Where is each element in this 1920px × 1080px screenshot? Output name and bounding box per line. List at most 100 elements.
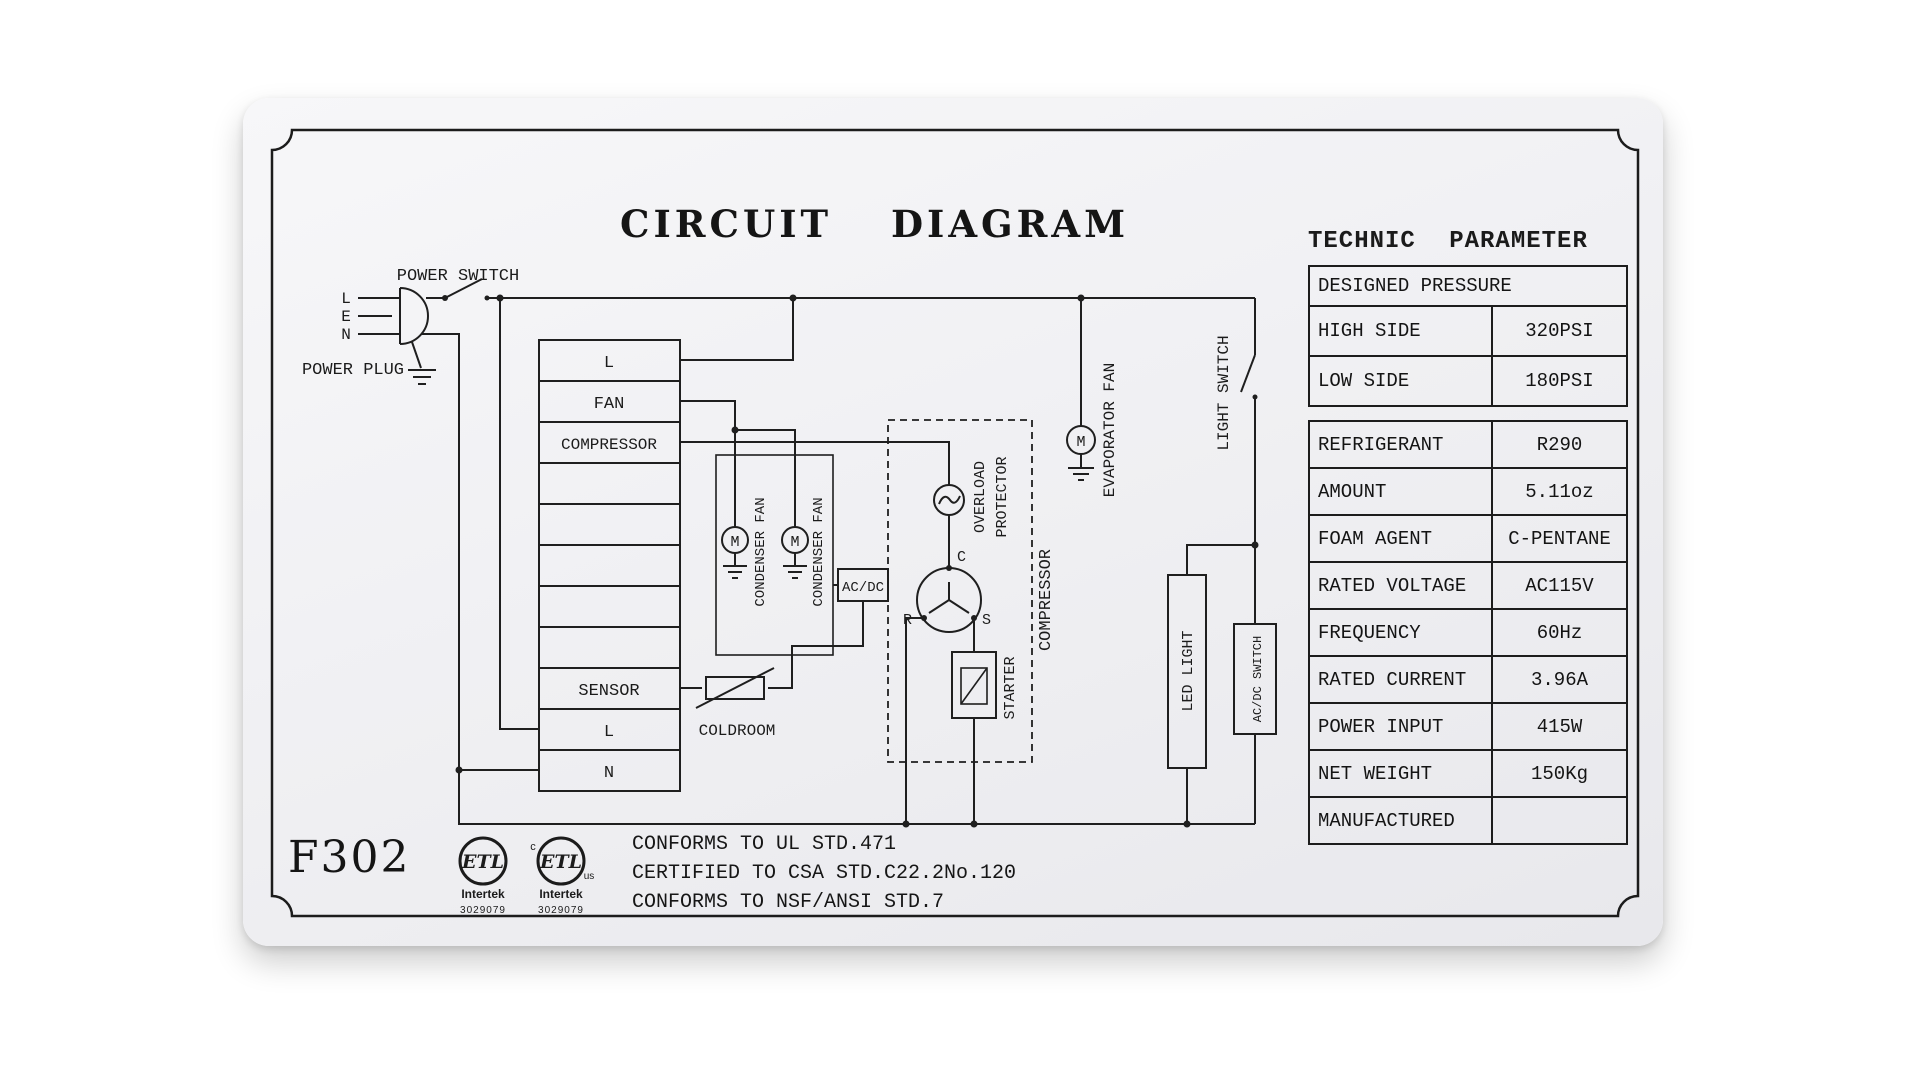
motor-m-label-evap: M	[1076, 434, 1085, 451]
motor-m-label-2: M	[790, 534, 799, 551]
intertek-text: Intertek	[461, 887, 505, 901]
condenser-fan-label-2: CONDENSER FAN	[811, 497, 827, 606]
table-row: RATED CURRENT 3.96A	[1308, 655, 1628, 704]
acdc-label: AC/DC	[842, 580, 884, 596]
acdc-switch-box	[1233, 623, 1277, 735]
cert-c-text: c	[530, 841, 536, 853]
table-cell: 320PSI	[1491, 305, 1628, 357]
table-cell: AMOUNT	[1308, 467, 1493, 516]
led-light-box	[1167, 574, 1207, 769]
acdc-switch-label: AC/DC SWITCH	[1251, 636, 1265, 722]
conformity-line-2: CERTIFIED TO CSA STD.C22.2No.120	[632, 862, 1017, 885]
table-cell: MANUFACTURED	[1308, 796, 1493, 845]
model-number: F302	[288, 832, 411, 883]
spec-table: REFRIGERANT R290 AMOUNT 5.11oz FOAM AGEN…	[1308, 420, 1628, 845]
table-row: DESIGNED PRESSURE	[1308, 265, 1628, 307]
starter-box	[951, 651, 997, 719]
table-row: LOW SIDE 180PSI	[1308, 355, 1628, 407]
wires	[358, 278, 1277, 825]
terminal-label-l: L	[604, 354, 614, 373]
table-row: MANUFACTURED	[1308, 796, 1628, 845]
table-cell: HIGH SIDE	[1308, 305, 1493, 357]
pin-r-label: R	[903, 612, 912, 629]
table-cell: NET WEIGHT	[1308, 749, 1493, 798]
terminal-label-sensor: SENSOR	[578, 682, 639, 701]
coldroom-sensor-symbol	[695, 667, 775, 709]
r-leg-wire	[905, 617, 924, 824]
etl-logo-text: ETL	[539, 851, 582, 873]
led-light-label: LED LIGHT	[1180, 630, 1197, 711]
table-cell: DESIGNED PRESSURE	[1308, 265, 1628, 307]
etl-logo-text: ETL	[461, 851, 504, 873]
etl-mark-1: ETL Intertek 3029079	[448, 834, 518, 925]
table-row: POWER INPUT 415W	[1308, 702, 1628, 751]
compressor-dashed-box	[887, 419, 1033, 763]
table-cell: R290	[1491, 420, 1628, 469]
table-cell: 180PSI	[1491, 355, 1628, 407]
table-cell: POWER INPUT	[1308, 702, 1493, 751]
table-cell: 5.11oz	[1491, 467, 1628, 516]
table-cell: 60Hz	[1491, 608, 1628, 657]
plug-pin-wires	[358, 297, 400, 335]
etl-circle-icon	[458, 836, 508, 886]
coldroom-label: COLDROOM	[699, 722, 776, 740]
table-cell: FREQUENCY	[1308, 608, 1493, 657]
motor-m-label-1: M	[730, 534, 739, 551]
table-cell: RATED VOLTAGE	[1308, 561, 1493, 610]
terminal-label-n: N	[604, 764, 614, 783]
table-cell: FOAM AGENT	[1308, 514, 1493, 563]
power-switch-symbol	[444, 278, 483, 299]
technic-parameter-panel: TECHNIC PARAMETER DESIGNED PRESSURE HIGH…	[1308, 228, 1638, 845]
table-row: NET WEIGHT 150Kg	[1308, 749, 1628, 798]
conformity-statements: CONFORMS TO UL STD.471 CERTIFIED TO CSA …	[632, 830, 1016, 917]
table-row: AMOUNT 5.11oz	[1308, 467, 1628, 516]
table-row: HIGH SIDE 320PSI	[1308, 305, 1628, 357]
table-cell: RATED CURRENT	[1308, 655, 1493, 704]
terminal-label-compressor: COMPRESSOR	[561, 436, 657, 454]
ground-icon	[1068, 454, 1094, 481]
table-cell: REFRIGERANT	[1308, 420, 1493, 469]
technic-parameter-heading: TECHNIC PARAMETER	[1308, 228, 1588, 255]
power-plug-label: POWER PLUG	[302, 361, 404, 380]
overload-label-2: PROTECTOR	[994, 456, 1011, 537]
led-branch-wire	[1186, 544, 1255, 824]
plug-pin-l-label: L	[341, 290, 351, 308]
starter-label: STARTER	[1002, 656, 1019, 719]
terminal-block	[538, 339, 681, 792]
compressor-motor-symbol	[916, 567, 982, 633]
table-cell: AC115V	[1491, 561, 1628, 610]
l-row-wire	[680, 298, 794, 361]
cert-number: 3029079	[538, 905, 584, 916]
overload-protector-symbol	[933, 484, 965, 516]
compressor-row-wire	[680, 441, 950, 485]
terminal-label-l2: L	[604, 723, 614, 742]
live-riser-wire	[499, 298, 539, 730]
table-cell: 150Kg	[1491, 749, 1628, 798]
ground-icon	[723, 553, 747, 579]
table-cell	[1491, 796, 1628, 845]
condenser-fan-label-1: CONDENSER FAN	[753, 497, 769, 606]
pressure-table: DESIGNED PRESSURE HIGH SIDE 320PSI LOW S…	[1308, 265, 1628, 407]
table-cell: C-PENTANE	[1491, 514, 1628, 563]
pin-c-label: C	[957, 549, 966, 566]
table-cell: 415W	[1491, 702, 1628, 751]
schematic-labels: POWER SWITCH L E N POWER PLUG L FAN COMP…	[302, 267, 1265, 783]
conformity-line-3: CONFORMS TO NSF/ANSI STD.7	[632, 891, 945, 914]
power-plug-symbol	[399, 287, 429, 345]
condenser-fan-box	[715, 454, 834, 656]
plug-pin-e-label: E	[341, 308, 351, 326]
plug-pin-n-label: N	[341, 326, 351, 344]
plug-ground-icon	[408, 341, 436, 385]
evaporator-fan-label: EVAPORATOR FAN	[1101, 363, 1119, 497]
etl-logo-2: c us ETL Intertek 3029079	[530, 836, 595, 916]
junction-dots	[442, 294, 1259, 828]
table-cell: 3.96A	[1491, 655, 1628, 704]
etl-logo-1: ETL Intertek 3029079	[458, 836, 508, 916]
ground-icon	[783, 553, 807, 579]
cert-us-text: us	[584, 871, 595, 882]
fan-row-wire	[680, 400, 796, 527]
light-switch-label: LIGHT SWITCH	[1215, 335, 1233, 450]
power-switch-label: POWER SWITCH	[397, 267, 519, 286]
terminal-label-fan: FAN	[594, 395, 625, 414]
